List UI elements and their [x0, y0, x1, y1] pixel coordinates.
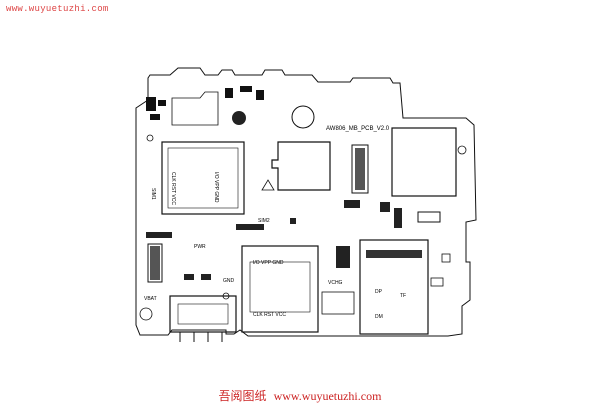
chip-b [158, 100, 166, 106]
mount-hole-bottom-left [139, 307, 153, 321]
pad-5 [290, 218, 296, 224]
tf-card-contacts [366, 250, 422, 258]
watermark-top: www.wuyuetuzhi.com [6, 4, 109, 14]
small-square-right [441, 253, 451, 263]
pad-6 [380, 202, 390, 212]
tf-label: TF [400, 293, 406, 299]
dome-component [232, 111, 246, 125]
mount-hole-bottom-mid [222, 292, 230, 300]
sim1-pins-right: I/O VPP GND [213, 172, 219, 203]
tf-card-holder [359, 239, 429, 335]
shield-can [271, 141, 331, 191]
sim2-pins-top: I/O VPP GND [253, 260, 284, 266]
sim2-pins-bottom: CLK RST VCC [253, 312, 286, 318]
pad-row-left [146, 232, 172, 238]
pad-7 [344, 200, 360, 208]
flex-connector [417, 211, 441, 223]
mount-hole-left [146, 134, 154, 142]
watermark-bottom: 吾阅图纸 www.wuyuetuzhi.com [0, 387, 600, 404]
gnd-label: GND [223, 278, 235, 284]
side-connector [147, 243, 163, 283]
chip-a [146, 97, 156, 111]
chip-f [256, 90, 264, 100]
mount-hole-right [457, 145, 467, 155]
side-connector-inner [150, 246, 160, 280]
sim1-label: SIM1 [150, 188, 156, 200]
pad-4 [394, 208, 402, 228]
chip-d [225, 88, 233, 98]
pad-8 [236, 224, 264, 230]
sim1-socket [161, 141, 245, 215]
top-left-notch [171, 91, 219, 126]
center-connector-inner [355, 148, 365, 190]
shield-triangle-marker [261, 179, 275, 191]
vbat-label: VBAT [144, 296, 157, 302]
chip-c [150, 114, 160, 120]
tf-latch [430, 277, 444, 287]
usb-inner [177, 303, 229, 325]
board-outline [135, 67, 477, 337]
pad-3 [201, 274, 211, 280]
watermark-bottom-cn: 吾阅图纸 [218, 389, 267, 403]
pad-1 [336, 246, 350, 268]
usb-connector [169, 295, 237, 333]
dm-label: DM [375, 314, 383, 320]
pad-2 [184, 274, 194, 280]
sim1-inner [167, 147, 239, 209]
dp-label: DP [375, 289, 383, 295]
vchg-connector [321, 291, 355, 315]
sim2-label: SIM2 [258, 218, 270, 224]
vchg-label: VCHG [328, 280, 343, 286]
sim2-inner [249, 261, 311, 313]
center-connector [351, 144, 369, 194]
pwr-label: PWR [194, 244, 206, 250]
lcd-area [391, 127, 457, 197]
board-label: AW806_MB_PCB_V2.0 [326, 126, 390, 132]
buzzer-component [291, 105, 315, 129]
watermark-bottom-url: www.wuyuetuzhi.com [273, 389, 382, 403]
sim2-socket [241, 245, 319, 333]
sim1-pins-left: CLK RST VCC [170, 172, 176, 205]
chip-e [240, 86, 252, 92]
